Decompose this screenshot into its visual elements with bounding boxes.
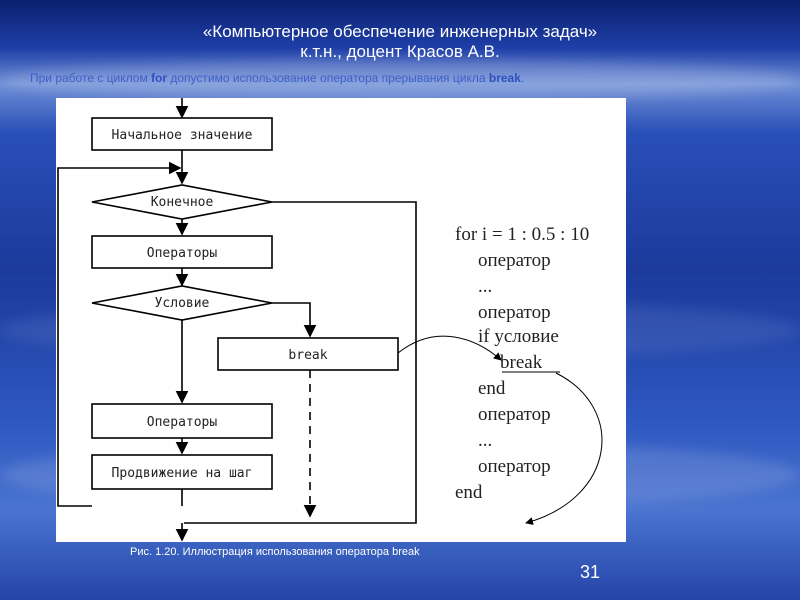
note-middle: допустимо использование оператора прерыв… (167, 71, 489, 85)
code-line-3: ... (478, 276, 492, 297)
code-line-10: оператор (478, 456, 551, 477)
title-line-1: «Компьютерное обеспечение инженерных зад… (202, 22, 598, 41)
note-keyword-for: for (151, 71, 168, 85)
loop-back-arrow (57, 161, 182, 507)
note-suffix: . (520, 71, 525, 85)
break-link-curve (397, 335, 502, 361)
exit-line (184, 201, 417, 524)
note-keyword-break: break (488, 71, 521, 85)
slide-note: При работе с циклом for допустимо исполь… (30, 71, 680, 85)
figure-panel: Начальное значение Конечное Операторы Ус… (56, 98, 626, 542)
step-label: Продвижение на шаг (112, 466, 253, 481)
title-line-2: к.т.н., доцент Красов А.В. (300, 42, 500, 61)
figure-caption: Рис. 1.20. Иллюстрация использования опе… (130, 546, 420, 558)
condition-label: Условие (155, 296, 210, 311)
note-prefix: При работе с циклом (30, 71, 152, 85)
operators-label-2: Операторы (147, 415, 218, 430)
end-condition-label: Конечное (151, 195, 214, 210)
operators-label-1: Операторы (147, 246, 218, 261)
code-line-2: оператор (478, 250, 551, 271)
break-exit-curve (525, 372, 603, 525)
code-line-1: for i = 1 : 0.5 : 10 (455, 224, 589, 245)
code-line-4: оператор (478, 302, 551, 323)
slide-title: «Компьютерное обеспечение инженерных зад… (0, 22, 800, 62)
code-line-9: ... (478, 430, 492, 451)
arrow-to-break (272, 302, 317, 338)
code-line-8: оператор (478, 404, 551, 425)
page-number: 31 (580, 562, 601, 582)
code-line-6: break (500, 352, 543, 373)
code-line-5: if условие (478, 326, 559, 347)
break-label: break (288, 348, 327, 363)
code-line-7: end (478, 378, 506, 399)
break-box (217, 337, 399, 371)
flowchart-figure: Начальное значение Конечное Операторы Ус… (57, 98, 603, 542)
initial-value-label: Начальное значение (112, 128, 253, 143)
code-line-11: end (455, 482, 483, 503)
